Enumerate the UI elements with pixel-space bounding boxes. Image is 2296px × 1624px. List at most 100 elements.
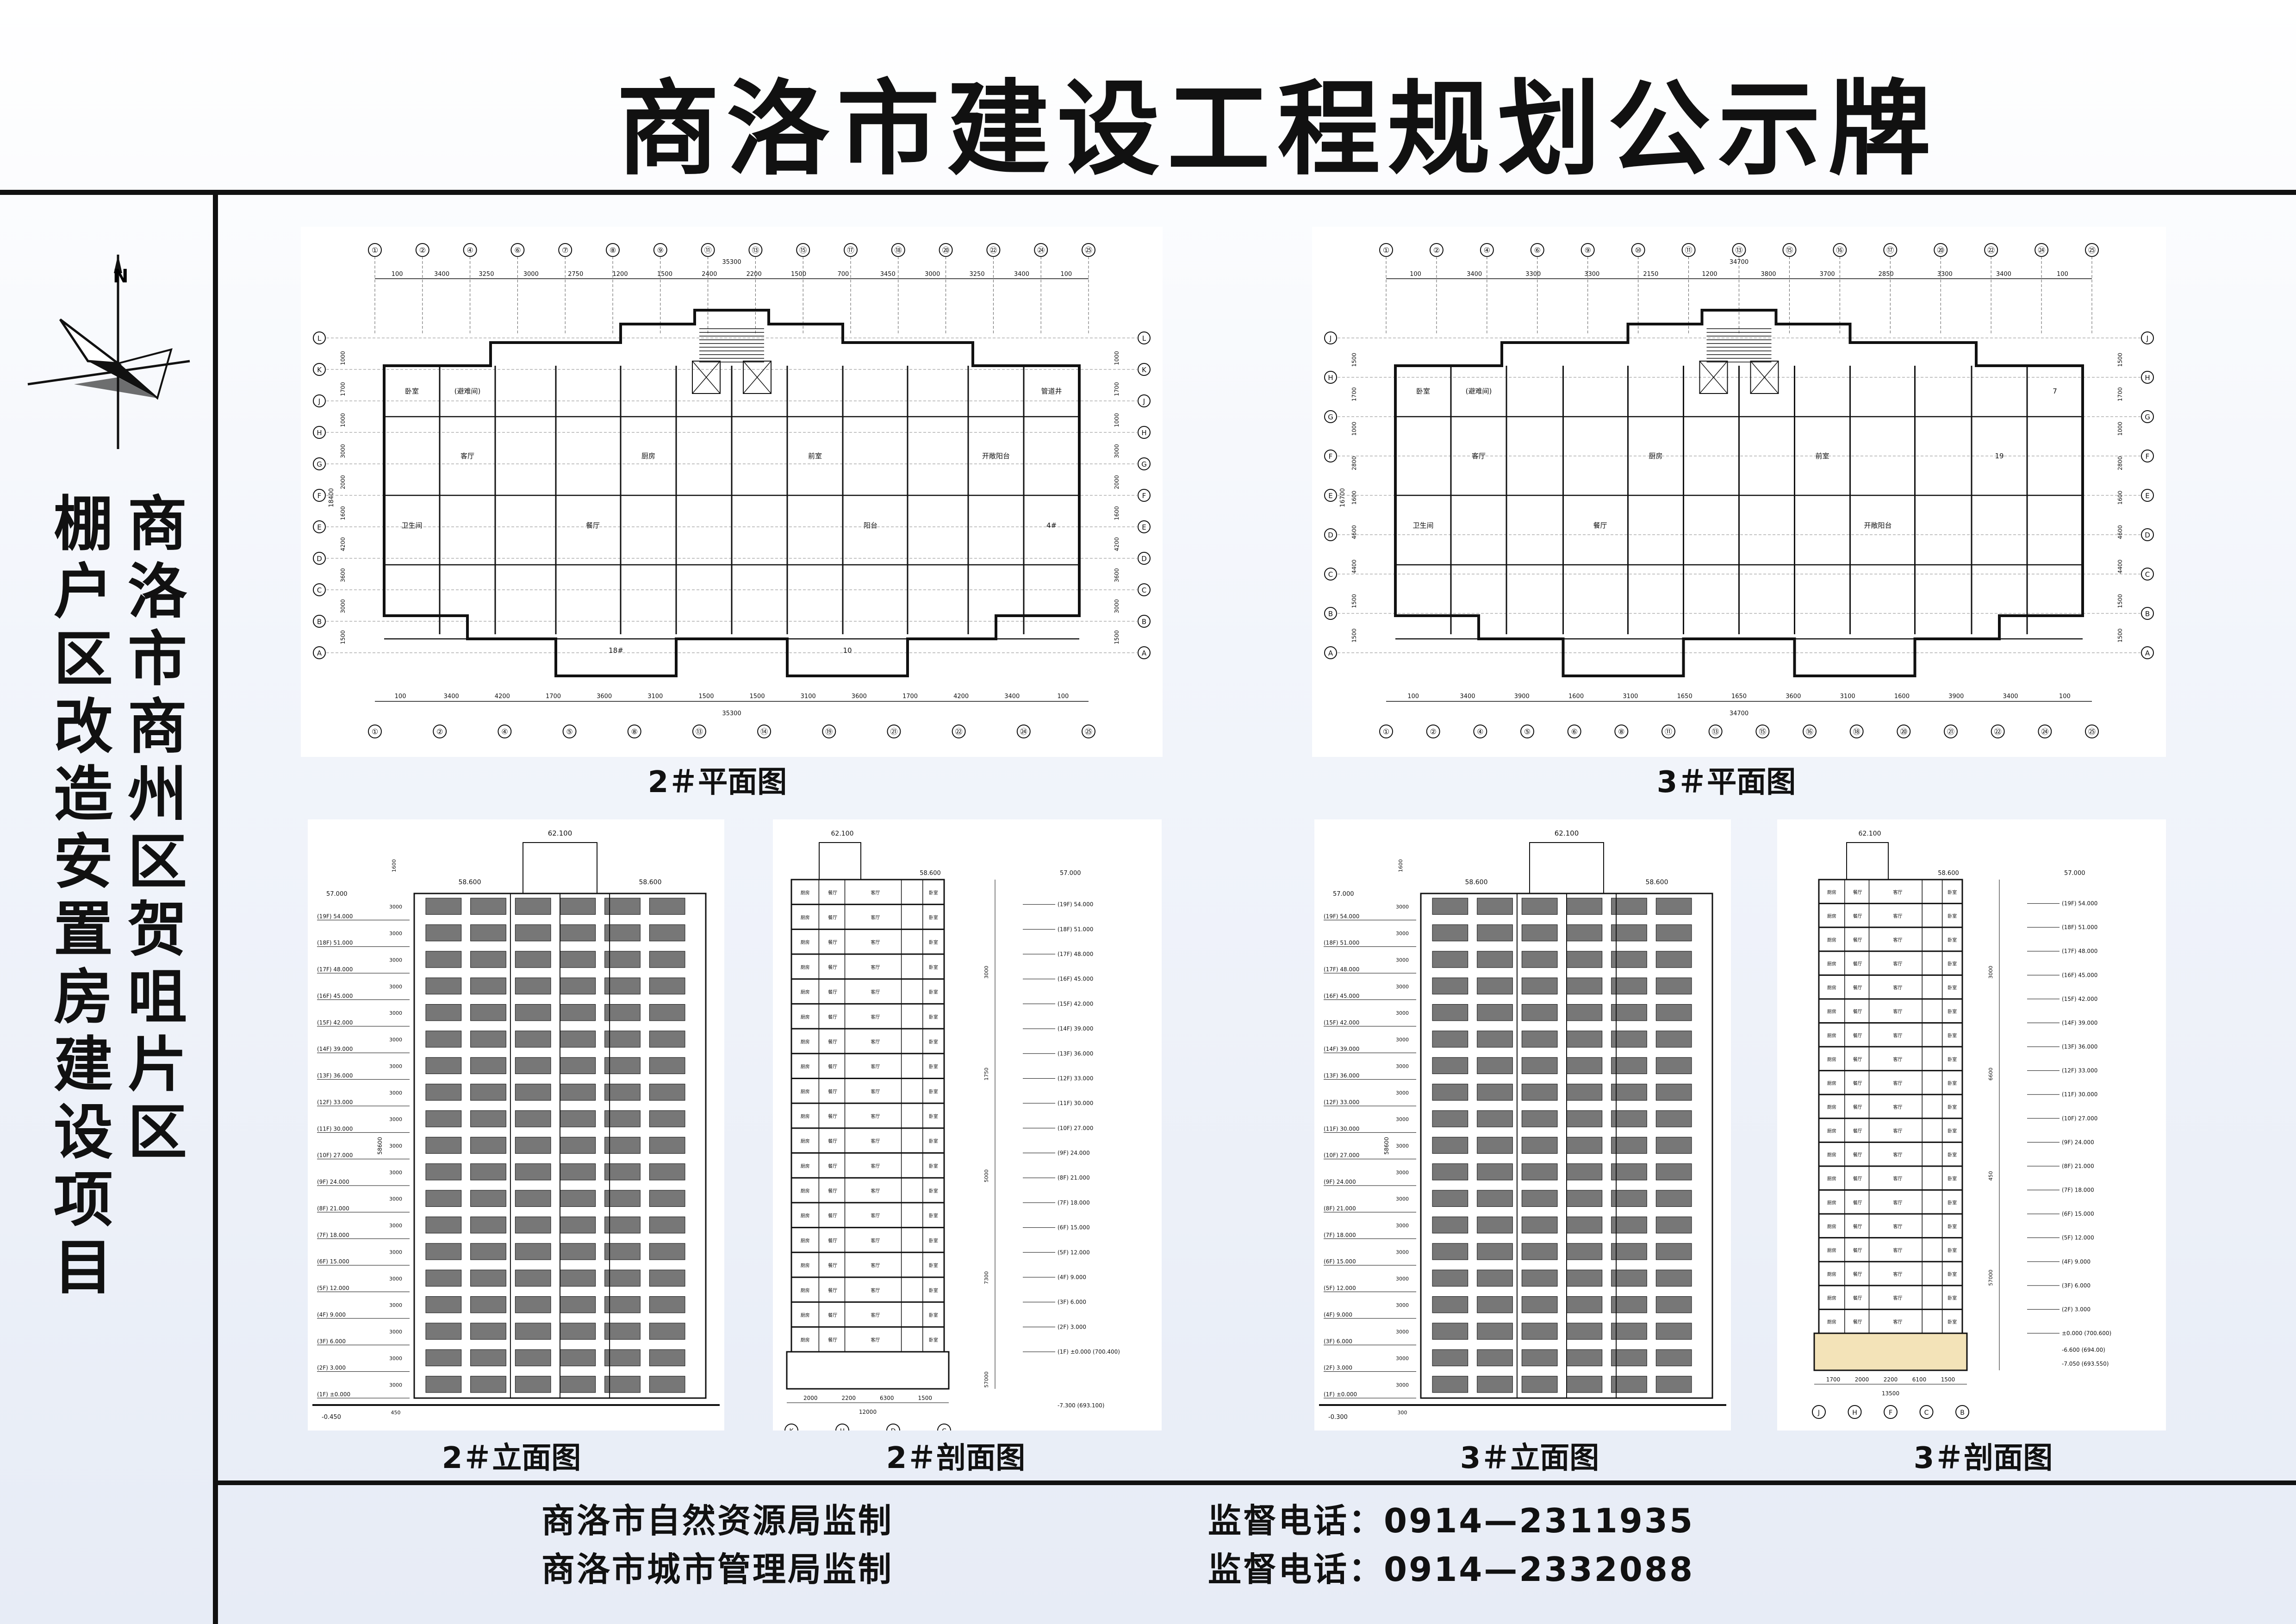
roof-stair-house	[819, 842, 861, 880]
axis-label-top: ②	[1433, 246, 1440, 255]
axis-label-top: ⑮	[799, 246, 807, 255]
elevator-shaft	[743, 361, 772, 394]
section-room-label: 餐厅	[1853, 1080, 1862, 1086]
axis-label-top: ⑨	[657, 246, 664, 255]
section-room-label: 餐厅	[1853, 937, 1862, 943]
window-band	[1432, 1031, 1468, 1048]
window-band	[1432, 977, 1468, 994]
axis-bubble-bottom	[1614, 725, 1629, 738]
axis-label-bottom: ⑪	[1665, 727, 1672, 736]
sect-level-label: (7F) 18.000	[2062, 1187, 2094, 1193]
axis-bubble-right	[2141, 646, 2154, 659]
axis-bubble-bottom	[1755, 725, 1770, 738]
section-room-label: 客厅	[1893, 1056, 1903, 1062]
window-band	[604, 977, 641, 994]
dim-bottom: 3400	[2003, 693, 2018, 700]
window-band	[560, 1137, 596, 1154]
window-band	[1432, 1190, 1468, 1207]
axis-bubble-left	[313, 426, 326, 439]
dim-side-right: 4200	[1114, 537, 1120, 551]
section-room-label: 厨房	[1827, 961, 1836, 967]
window-band	[1477, 1296, 1513, 1313]
window-band	[515, 1349, 551, 1367]
level-label: (1F) ±0.000	[317, 1391, 350, 1398]
axis-bubble-right	[1138, 363, 1151, 376]
window-band	[1521, 898, 1558, 915]
window-band	[1432, 1216, 1468, 1234]
dim-top: 3250	[970, 271, 985, 278]
window-band	[515, 924, 551, 942]
window-band	[560, 1190, 596, 1207]
window-band	[1432, 1269, 1468, 1287]
footer-phone-1: 监督电话：0914—2311935	[1208, 1501, 1695, 1540]
axis-label-right: G	[2145, 413, 2150, 421]
axis-bubble-left	[313, 552, 326, 565]
axis-label-left: L	[317, 334, 322, 343]
section-room-label: 客厅	[871, 964, 880, 970]
window-band	[1611, 1057, 1647, 1074]
axis-bubble-bottom	[1708, 725, 1723, 738]
floor-dim: 3000	[1396, 1169, 1409, 1175]
level-label: (15F) 42.000	[317, 1019, 353, 1026]
section-body	[790, 879, 945, 1353]
dim-top: 3000	[523, 271, 539, 278]
dim-side-left: 1500	[1351, 353, 1357, 367]
window-band	[1521, 977, 1558, 994]
section-room-label: 厨房	[801, 1262, 810, 1268]
sect-level-label: (19F) 54.000	[1058, 901, 1093, 908]
sect-level-label: (6F) 15.000	[2062, 1211, 2094, 1217]
section-room-label: 厨房	[1827, 1271, 1836, 1277]
level-label: (16F) 45.000	[317, 993, 353, 999]
dim-side-left: 1500	[1351, 629, 1357, 643]
dim-top: 3250	[479, 271, 494, 278]
section-room-label: 厨房	[801, 1287, 810, 1293]
section-room-label: 餐厅	[1853, 985, 1862, 991]
window-band	[1521, 1057, 1558, 1074]
window-band	[1611, 951, 1647, 968]
footer-supervisor-2: 商洛市城市管理局监制	[541, 1550, 894, 1589]
section-room-label: 餐厅	[828, 1337, 837, 1343]
section-room-label: 厨房	[801, 1163, 810, 1169]
window-band	[425, 1243, 462, 1260]
dim-bottom: 3900	[1948, 693, 1964, 700]
axis-label-left: D	[1328, 531, 1333, 539]
section-room-label: 客厅	[871, 1312, 880, 1318]
axis-bubble-left	[313, 457, 326, 470]
axis-label-top: ⑳	[1937, 246, 1944, 255]
window-band	[1477, 1243, 1513, 1260]
section-room-label: 餐厅	[828, 1287, 837, 1293]
window-band	[1611, 1376, 1647, 1393]
window-band	[1521, 1084, 1558, 1101]
sect-roof-label: 58.600	[1938, 870, 1959, 877]
axis-bubble-left	[313, 646, 326, 659]
level-label: (5F) 12.000	[1324, 1285, 1356, 1292]
dim-side-right: 1000	[1114, 351, 1120, 365]
sect-bottom-label-2: -7.050 (693.550)	[2062, 1361, 2109, 1367]
dim-side-right: 3600	[1114, 568, 1120, 582]
axis-label-top: ㉕	[1085, 246, 1092, 255]
axis-label-top: ⑧	[610, 246, 616, 255]
level-label: (13F) 36.000	[317, 1073, 353, 1079]
axis-bubble-right	[2141, 528, 2154, 541]
axis-label-top: ㉔	[1037, 246, 1045, 255]
dim-top: 100	[392, 271, 403, 278]
window-band	[425, 1376, 462, 1393]
window-band	[560, 1216, 596, 1234]
axis-bubble-bottom	[1661, 725, 1675, 738]
floor-dim: 3000	[389, 1223, 402, 1229]
sect-level-label: (13F) 36.000	[2062, 1043, 2097, 1050]
axis-bubble-right	[1138, 331, 1151, 344]
level-label: (1F) ±0.000	[1324, 1391, 1357, 1398]
window-band	[425, 1349, 462, 1367]
section-body	[1818, 879, 1963, 1334]
window-band	[470, 1349, 506, 1367]
axis-label-bottom: ⑮	[1759, 727, 1766, 736]
window-band	[649, 1084, 685, 1101]
window-band	[1611, 1243, 1647, 1260]
elevator-cross	[743, 361, 772, 394]
sect-level-label: (7F) 18.000	[1058, 1199, 1090, 1206]
dim-bottom: 3100	[1840, 693, 1855, 700]
dim-bottom: 3400	[444, 693, 459, 700]
section-room-label: 卧室	[929, 1014, 938, 1020]
axis-label-left: F	[1329, 452, 1333, 461]
